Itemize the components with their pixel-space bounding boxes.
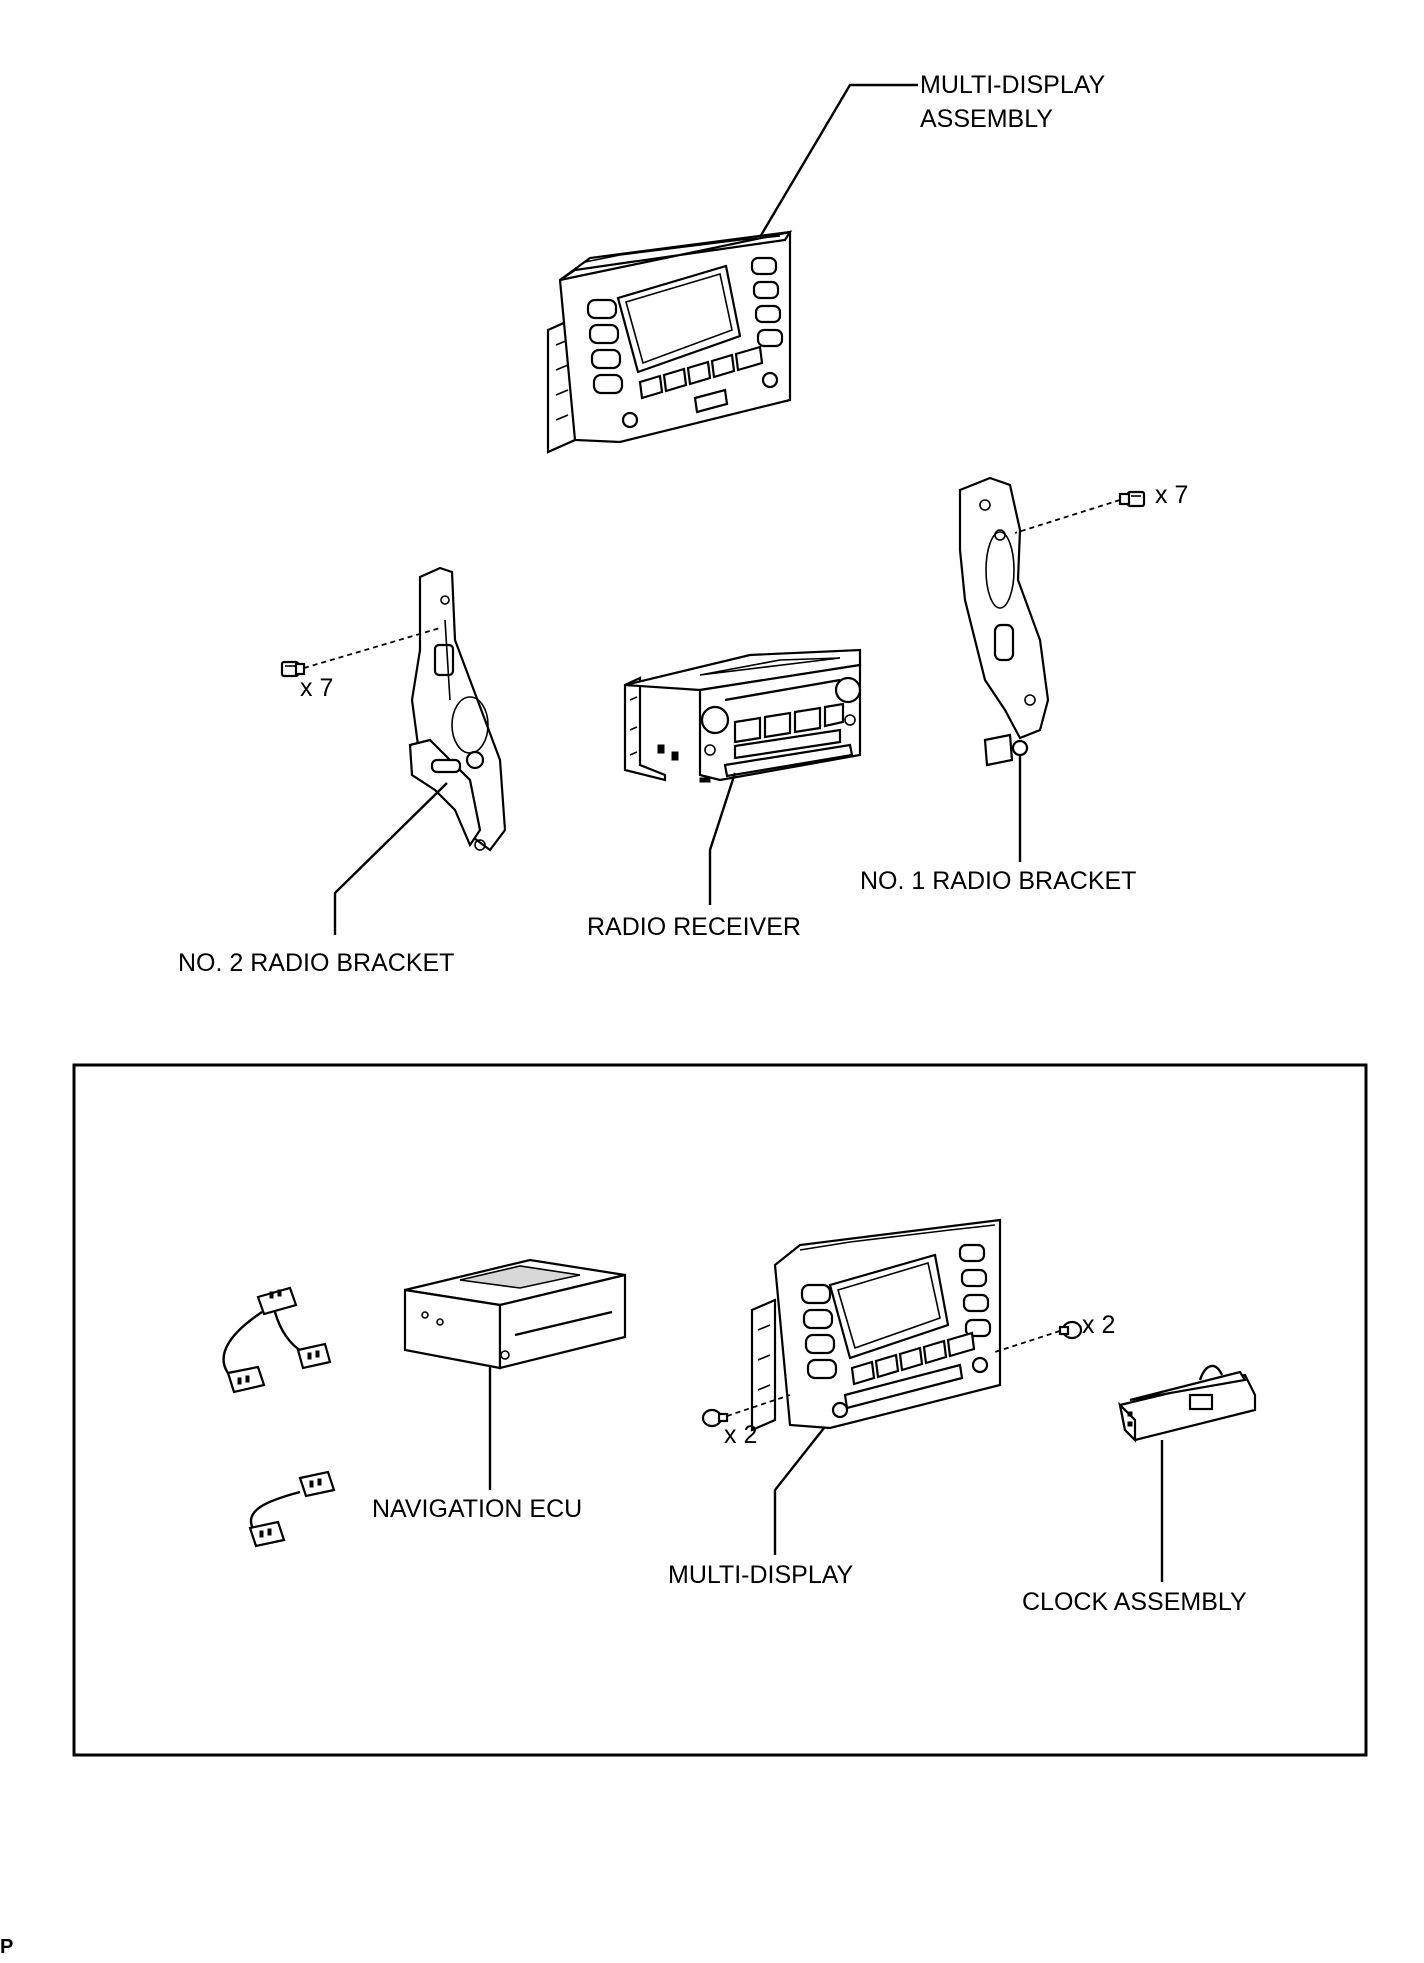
multi-display-assembly-illustration <box>546 230 793 454</box>
navigation-variant-frame <box>72 1063 1368 1757</box>
multi-display-screw-left-quantity: x 2 <box>724 1421 758 1449</box>
multi-display-illustration <box>750 1218 1002 1432</box>
radio-receiver-label: RADIO RECEIVER <box>587 913 801 941</box>
clock-assembly-illustration <box>1118 1364 1257 1443</box>
multi-display-assembly-label-line2: ASSEMBLY <box>920 105 1053 133</box>
multi-display-screw-right-icon <box>1058 1320 1083 1340</box>
clock-assembly-label: CLOCK ASSEMBLY <box>1022 1588 1247 1616</box>
multi-display-label: MULTI-DISPLAY <box>668 1561 854 1589</box>
navigation-ecu-label: NAVIGATION ECU <box>372 1495 583 1523</box>
no2-bracket-bolt-icon <box>280 660 306 678</box>
wire-harness-2-icon <box>248 1470 336 1548</box>
no2-radio-bracket-illustration <box>408 566 507 852</box>
multi-display-screw-right-quantity: x 2 <box>1082 1311 1116 1339</box>
no2-radio-bracket-leader <box>333 782 448 935</box>
no2-bracket-bolt-quantity: x 7 <box>300 674 334 702</box>
no1-radio-bracket-label: NO. 1 RADIO BRACKET <box>860 867 1137 895</box>
multi-display-screw-left-icon <box>701 1408 729 1428</box>
no1-bracket-bolt-icon <box>1118 490 1146 508</box>
wire-harness-icon <box>222 1286 332 1394</box>
no1-bracket-bolt-quantity: x 7 <box>1155 481 1189 509</box>
multi-display-leader <box>773 1427 825 1555</box>
navigation-ecu-illustration <box>403 1258 627 1370</box>
no1-radio-bracket-illustration <box>958 476 1050 767</box>
multi-display-assembly-leader <box>758 83 918 238</box>
footer-code: P <box>0 1936 14 1958</box>
no2-radio-bracket-label: NO. 2 RADIO BRACKET <box>178 949 455 977</box>
multi-display-assembly-label-line1: MULTI-DISPLAY <box>920 71 1106 99</box>
radio-receiver-illustration <box>623 648 862 783</box>
radio-receiver-leader <box>708 772 737 905</box>
